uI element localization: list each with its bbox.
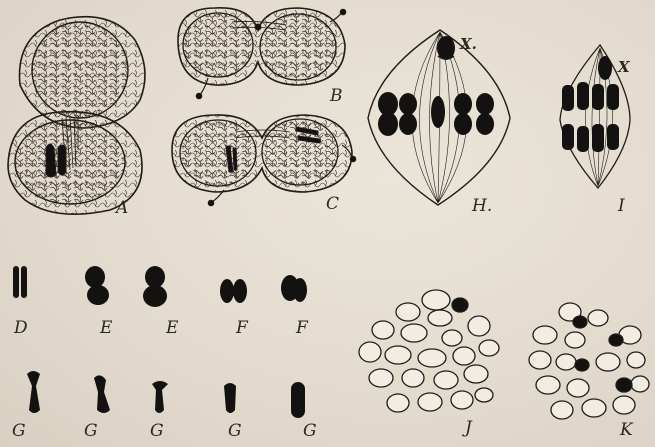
- figure-d-chromosome: [13, 266, 27, 298]
- figure-c-twin-cells: [172, 115, 356, 206]
- label-g-1: G: [12, 423, 26, 440]
- figure-h-spindle: [368, 30, 510, 205]
- label-c: C: [326, 196, 339, 213]
- label-e-2: E: [166, 320, 178, 337]
- label-k: K: [620, 422, 633, 439]
- label-x-h: X.: [460, 37, 477, 52]
- label-g-5: G: [303, 423, 317, 440]
- label-h: H.: [472, 198, 492, 215]
- figure-k-nucleus: [529, 303, 649, 419]
- label-x-i: X: [618, 60, 630, 75]
- figure-b-twin-cells: [178, 8, 346, 99]
- label-a: A: [116, 200, 128, 217]
- label-g-2: G: [84, 423, 98, 440]
- label-g-4: G: [228, 423, 242, 440]
- figure-f-chromosomes: [220, 275, 307, 303]
- label-e-1: E: [100, 320, 112, 337]
- label-f-2: F: [296, 320, 308, 337]
- figure-j-nucleus: [359, 290, 499, 412]
- figure-g-chromosomes: [27, 371, 305, 418]
- figure-a-dividing-cells: [8, 17, 145, 215]
- label-j: J: [465, 420, 472, 437]
- label-i: I: [618, 198, 625, 215]
- label-b: B: [330, 88, 343, 105]
- figure-e-chromosomes: [85, 266, 167, 307]
- label-g-3: G: [150, 423, 164, 440]
- label-d: D: [14, 320, 28, 337]
- label-f-1: F: [236, 320, 248, 337]
